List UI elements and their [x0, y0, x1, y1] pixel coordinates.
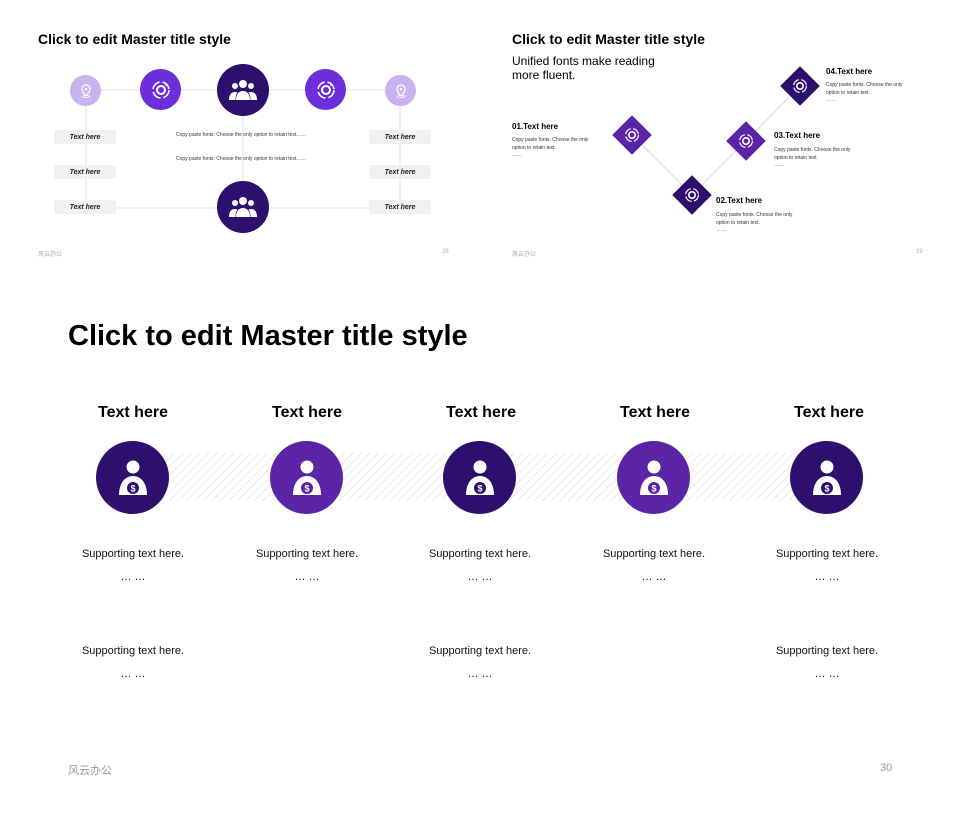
item-title[interactable]: 04.Text here [826, 67, 873, 76]
footer-brand: 风云办公 [68, 765, 112, 777]
item-title[interactable]: 02.Text here [716, 196, 763, 205]
diamond-03 [726, 121, 766, 161]
item-desc[interactable]: Copy paste fonts. Choose the only option… [774, 147, 851, 161]
item-desc[interactable]: Copy paste fonts. Choose the only option… [826, 82, 903, 96]
slide-28[interactable]: Click to edit Master title style Text he… [20, 20, 467, 265]
slide-29[interactable]: Click to edit Master title style Unified… [494, 20, 941, 265]
slide-title: Click to edit Master title style [512, 31, 705, 47]
label-text-here[interactable]: Text here [369, 130, 431, 144]
label-text-here[interactable]: Text here [369, 200, 431, 214]
item-dots: …… [826, 97, 836, 103]
gear-refresh-icon [140, 69, 181, 110]
ellipsis-text: … … [467, 571, 493, 583]
businessman-money-icon: $ [96, 441, 169, 514]
item-dots: …… [716, 227, 726, 233]
column-title[interactable]: Text here [98, 404, 168, 421]
ellipsis-text: … … [467, 668, 493, 680]
item-desc[interactable]: Copy paste fonts. Choose the only option… [512, 137, 589, 151]
ellipsis-text: … … [294, 571, 320, 583]
gear-refresh-icon [738, 133, 754, 149]
team-icon [217, 181, 269, 233]
column-title[interactable]: Text here [446, 404, 516, 421]
footer-brand: 风云办公 [38, 252, 63, 258]
gear-refresh-icon [792, 78, 808, 94]
item-dots: …… [512, 152, 522, 158]
body-text[interactable]: Copy paste fonts. Choose the only option… [176, 156, 307, 162]
ellipsis-text: … … [120, 668, 146, 680]
ellipsis-text: … … [641, 571, 667, 583]
location-pin-icon [385, 75, 416, 106]
ellipsis-text: … … [814, 668, 840, 680]
supporting-text[interactable]: Supporting text here. [602, 548, 706, 560]
supporting-text[interactable]: Supporting text here. [775, 548, 879, 560]
supporting-text[interactable]: Supporting text here. [81, 548, 185, 560]
svg-text:$: $ [651, 483, 656, 493]
supporting-text[interactable]: Supporting text here. [428, 645, 532, 657]
body-text[interactable]: Copy paste fonts. Choose the only option… [176, 132, 307, 138]
item-dots: …… [774, 162, 784, 168]
ellipsis-text: … … [120, 571, 146, 583]
column-title[interactable]: Text here [620, 404, 690, 421]
slide-title: Click to edit Master title style [68, 320, 468, 352]
ellipsis-text: … … [814, 571, 840, 583]
diamond-04 [780, 66, 820, 106]
supporting-text[interactable]: Supporting text here. [81, 645, 185, 657]
slide-title: Click to edit Master title style [38, 31, 231, 47]
svg-text:$: $ [824, 483, 829, 493]
diamond-01 [612, 115, 652, 155]
supporting-text[interactable]: Supporting text here. [775, 645, 879, 657]
businessman-money-icon: $ [270, 441, 343, 514]
supporting-text[interactable]: Supporting text here. [428, 548, 532, 560]
businessman-money-icon: $ [443, 441, 516, 514]
gear-refresh-icon [624, 127, 640, 143]
label-text-here[interactable]: Text here [54, 200, 116, 214]
page-number: 29 [916, 249, 923, 255]
label-text-here[interactable]: Text here [54, 130, 116, 144]
column-title[interactable]: Text here [272, 404, 342, 421]
team-icon [217, 64, 269, 116]
svg-text:$: $ [477, 483, 482, 493]
column-title[interactable]: Text here [794, 404, 864, 421]
gear-refresh-icon [684, 187, 700, 203]
page-number: 28 [442, 249, 449, 255]
label-text-here[interactable]: Text here [369, 165, 431, 179]
subtitle[interactable]: Unified fonts make reading more fluent. [512, 54, 655, 82]
svg-text:$: $ [130, 483, 135, 493]
businessman-money-icon: $ [790, 441, 863, 514]
svg-text:$: $ [304, 483, 309, 493]
label-text-here[interactable]: Text here [54, 165, 116, 179]
businessman-money-icon: $ [617, 441, 690, 514]
diamond-02 [672, 175, 712, 215]
footer-brand: 风云办公 [512, 252, 537, 258]
item-title[interactable]: 03.Text here [774, 131, 821, 140]
location-pin-icon [70, 75, 101, 106]
item-desc[interactable]: Copy paste fonts. Choose the only option… [716, 212, 793, 226]
slide-30[interactable]: Click to edit Master title style Text he… [0, 288, 960, 816]
item-title[interactable]: 01.Text here [512, 122, 559, 131]
page-number: 30 [880, 762, 893, 774]
gear-refresh-icon [305, 69, 346, 110]
supporting-text[interactable]: Supporting text here. [255, 548, 359, 560]
